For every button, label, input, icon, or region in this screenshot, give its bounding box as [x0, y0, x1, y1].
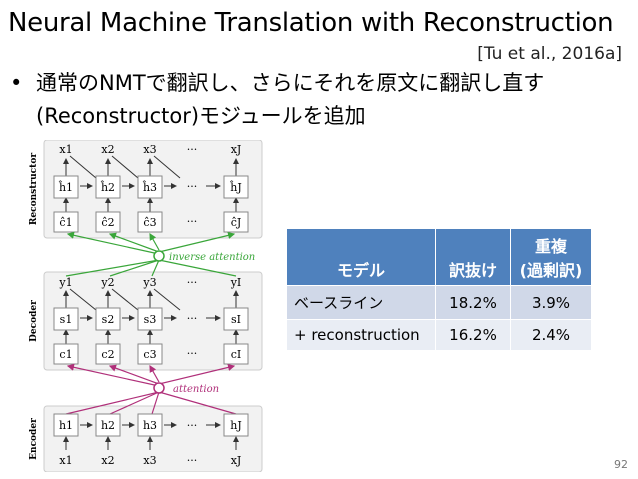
recon-context-box-j — [223, 211, 249, 233]
recon-context-j: ĉJ — [231, 216, 242, 229]
cell-model: ベースライン — [286, 285, 436, 320]
dec-state-box-1 — [53, 307, 79, 331]
results-table: モデル 訳抜け 重複 (過剰訳) ベースライン 18.2% 3.9% + rec… — [286, 228, 592, 351]
cell-duplication: 2.4% — [510, 319, 592, 351]
recon-output-j: xJ — [231, 143, 242, 156]
recon-output-3: x3 — [143, 143, 156, 156]
recon-hidden-3: ĥ3 — [142, 180, 157, 194]
label-reconstructor: Reconstructor — [29, 153, 39, 225]
enc-input-1: x1 — [59, 454, 72, 467]
dec-state-box-3 — [137, 307, 163, 331]
table-row: + reconstruction 16.2% 2.4% — [286, 319, 592, 351]
table-row: ベースライン 18.2% 3.9% — [286, 285, 592, 320]
ellipsis: ··· — [187, 276, 198, 289]
citation: [Tu et al., 2016a] — [477, 44, 622, 64]
attention-label: attention — [173, 384, 219, 395]
header-duplication: 重複 (過剰訳) — [510, 228, 592, 286]
cell-omission: 18.2% — [435, 285, 511, 320]
ellipsis: ··· — [187, 143, 198, 156]
recon-context-3: ĉ3 — [143, 216, 156, 229]
dec-state-2: s2 — [102, 313, 115, 326]
ellipsis: ··· — [187, 312, 198, 325]
inverse-attention-label: inverse attention — [169, 252, 255, 263]
bullet-text: 通常のNMTで翻訳し、さらにそれを原文に翻訳し直す(Reconstructor)… — [36, 71, 545, 128]
label-encoder: Encoder — [29, 418, 39, 460]
recon-output-labels: x1 x2 x3 xJ ··· — [59, 143, 241, 156]
dec-context-box-3 — [137, 343, 163, 365]
dec-context-i: cI — [231, 348, 242, 361]
cell-model: + reconstruction — [286, 319, 436, 351]
enc-input-2: x2 — [101, 454, 114, 467]
cell-duplication: 3.9% — [510, 285, 592, 320]
enc-input-3: x3 — [143, 454, 156, 467]
ellipsis: ··· — [187, 215, 198, 228]
dec-output-3: y3 — [142, 276, 156, 289]
dec-state-3: s3 — [144, 313, 157, 326]
slide-title: Neural Machine Translation with Reconstr… — [8, 8, 614, 38]
bullet-dot-icon: • — [10, 71, 23, 95]
enc-input-j: xJ — [231, 454, 242, 467]
enc-hidden-box-j — [223, 413, 249, 437]
dec-output-i: yI — [230, 276, 242, 289]
recon-output-2: x2 — [101, 143, 114, 156]
header-model: モデル — [286, 228, 436, 286]
dec-context-box-2 — [95, 343, 121, 365]
dec-context-1: c1 — [59, 348, 72, 361]
recon-context-1: ĉ1 — [59, 216, 72, 229]
enc-hidden-box-3 — [137, 413, 163, 437]
ellipsis: ··· — [187, 180, 198, 193]
nmt-reconstruction-diagram: Reconstructor Decoder Encoder x1 x2 x3 x… — [29, 140, 263, 472]
dec-state-box-2 — [95, 307, 121, 331]
recon-output-1: x1 — [59, 143, 72, 156]
dec-context-2: c2 — [101, 348, 114, 361]
dec-state-1: s1 — [60, 313, 73, 326]
cell-omission: 16.2% — [435, 319, 511, 351]
enc-hidden-3: h3 — [143, 419, 157, 432]
dec-state-box-i — [223, 307, 249, 331]
dec-state-i: sI — [231, 313, 241, 326]
recon-context-2: ĉ2 — [101, 216, 114, 229]
recon-context-box-3 — [137, 211, 163, 233]
recon-hidden-box-2 — [95, 175, 121, 199]
ellipsis: ··· — [187, 347, 198, 360]
dec-context-3: c3 — [143, 348, 156, 361]
recon-hidden-box-j — [223, 175, 249, 199]
recon-hidden-1: ĥ1 — [58, 180, 73, 194]
ellipsis: ··· — [187, 454, 198, 467]
page-number: 92 — [614, 458, 628, 471]
enc-hidden-1: h1 — [59, 419, 73, 432]
recon-hidden-2: ĥ2 — [100, 180, 115, 194]
label-decoder: Decoder — [29, 300, 39, 342]
recon-hidden-box-1 — [53, 175, 79, 199]
attention-node — [153, 382, 165, 394]
dec-output-1: y1 — [58, 276, 72, 289]
dec-context-box-1 — [53, 343, 79, 365]
recon-hidden-box-3 — [137, 175, 163, 199]
recon-context-box-1 — [53, 211, 79, 233]
ellipsis: ··· — [187, 419, 198, 432]
enc-hidden-2: h2 — [101, 419, 115, 432]
enc-hidden-box-1 — [53, 413, 79, 437]
recon-hidden-j: ĥJ — [229, 180, 242, 194]
enc-hidden-box-2 — [95, 413, 121, 437]
dec-context-box-i — [223, 343, 249, 365]
header-omission: 訳抜け — [435, 228, 511, 286]
dec-output-2: y2 — [100, 276, 114, 289]
inverse-attention-node — [153, 250, 165, 262]
table-header-row: モデル 訳抜け 重複 (過剰訳) — [286, 228, 592, 286]
recon-context-box-2 — [95, 211, 121, 233]
enc-hidden-j: hJ — [230, 419, 242, 432]
